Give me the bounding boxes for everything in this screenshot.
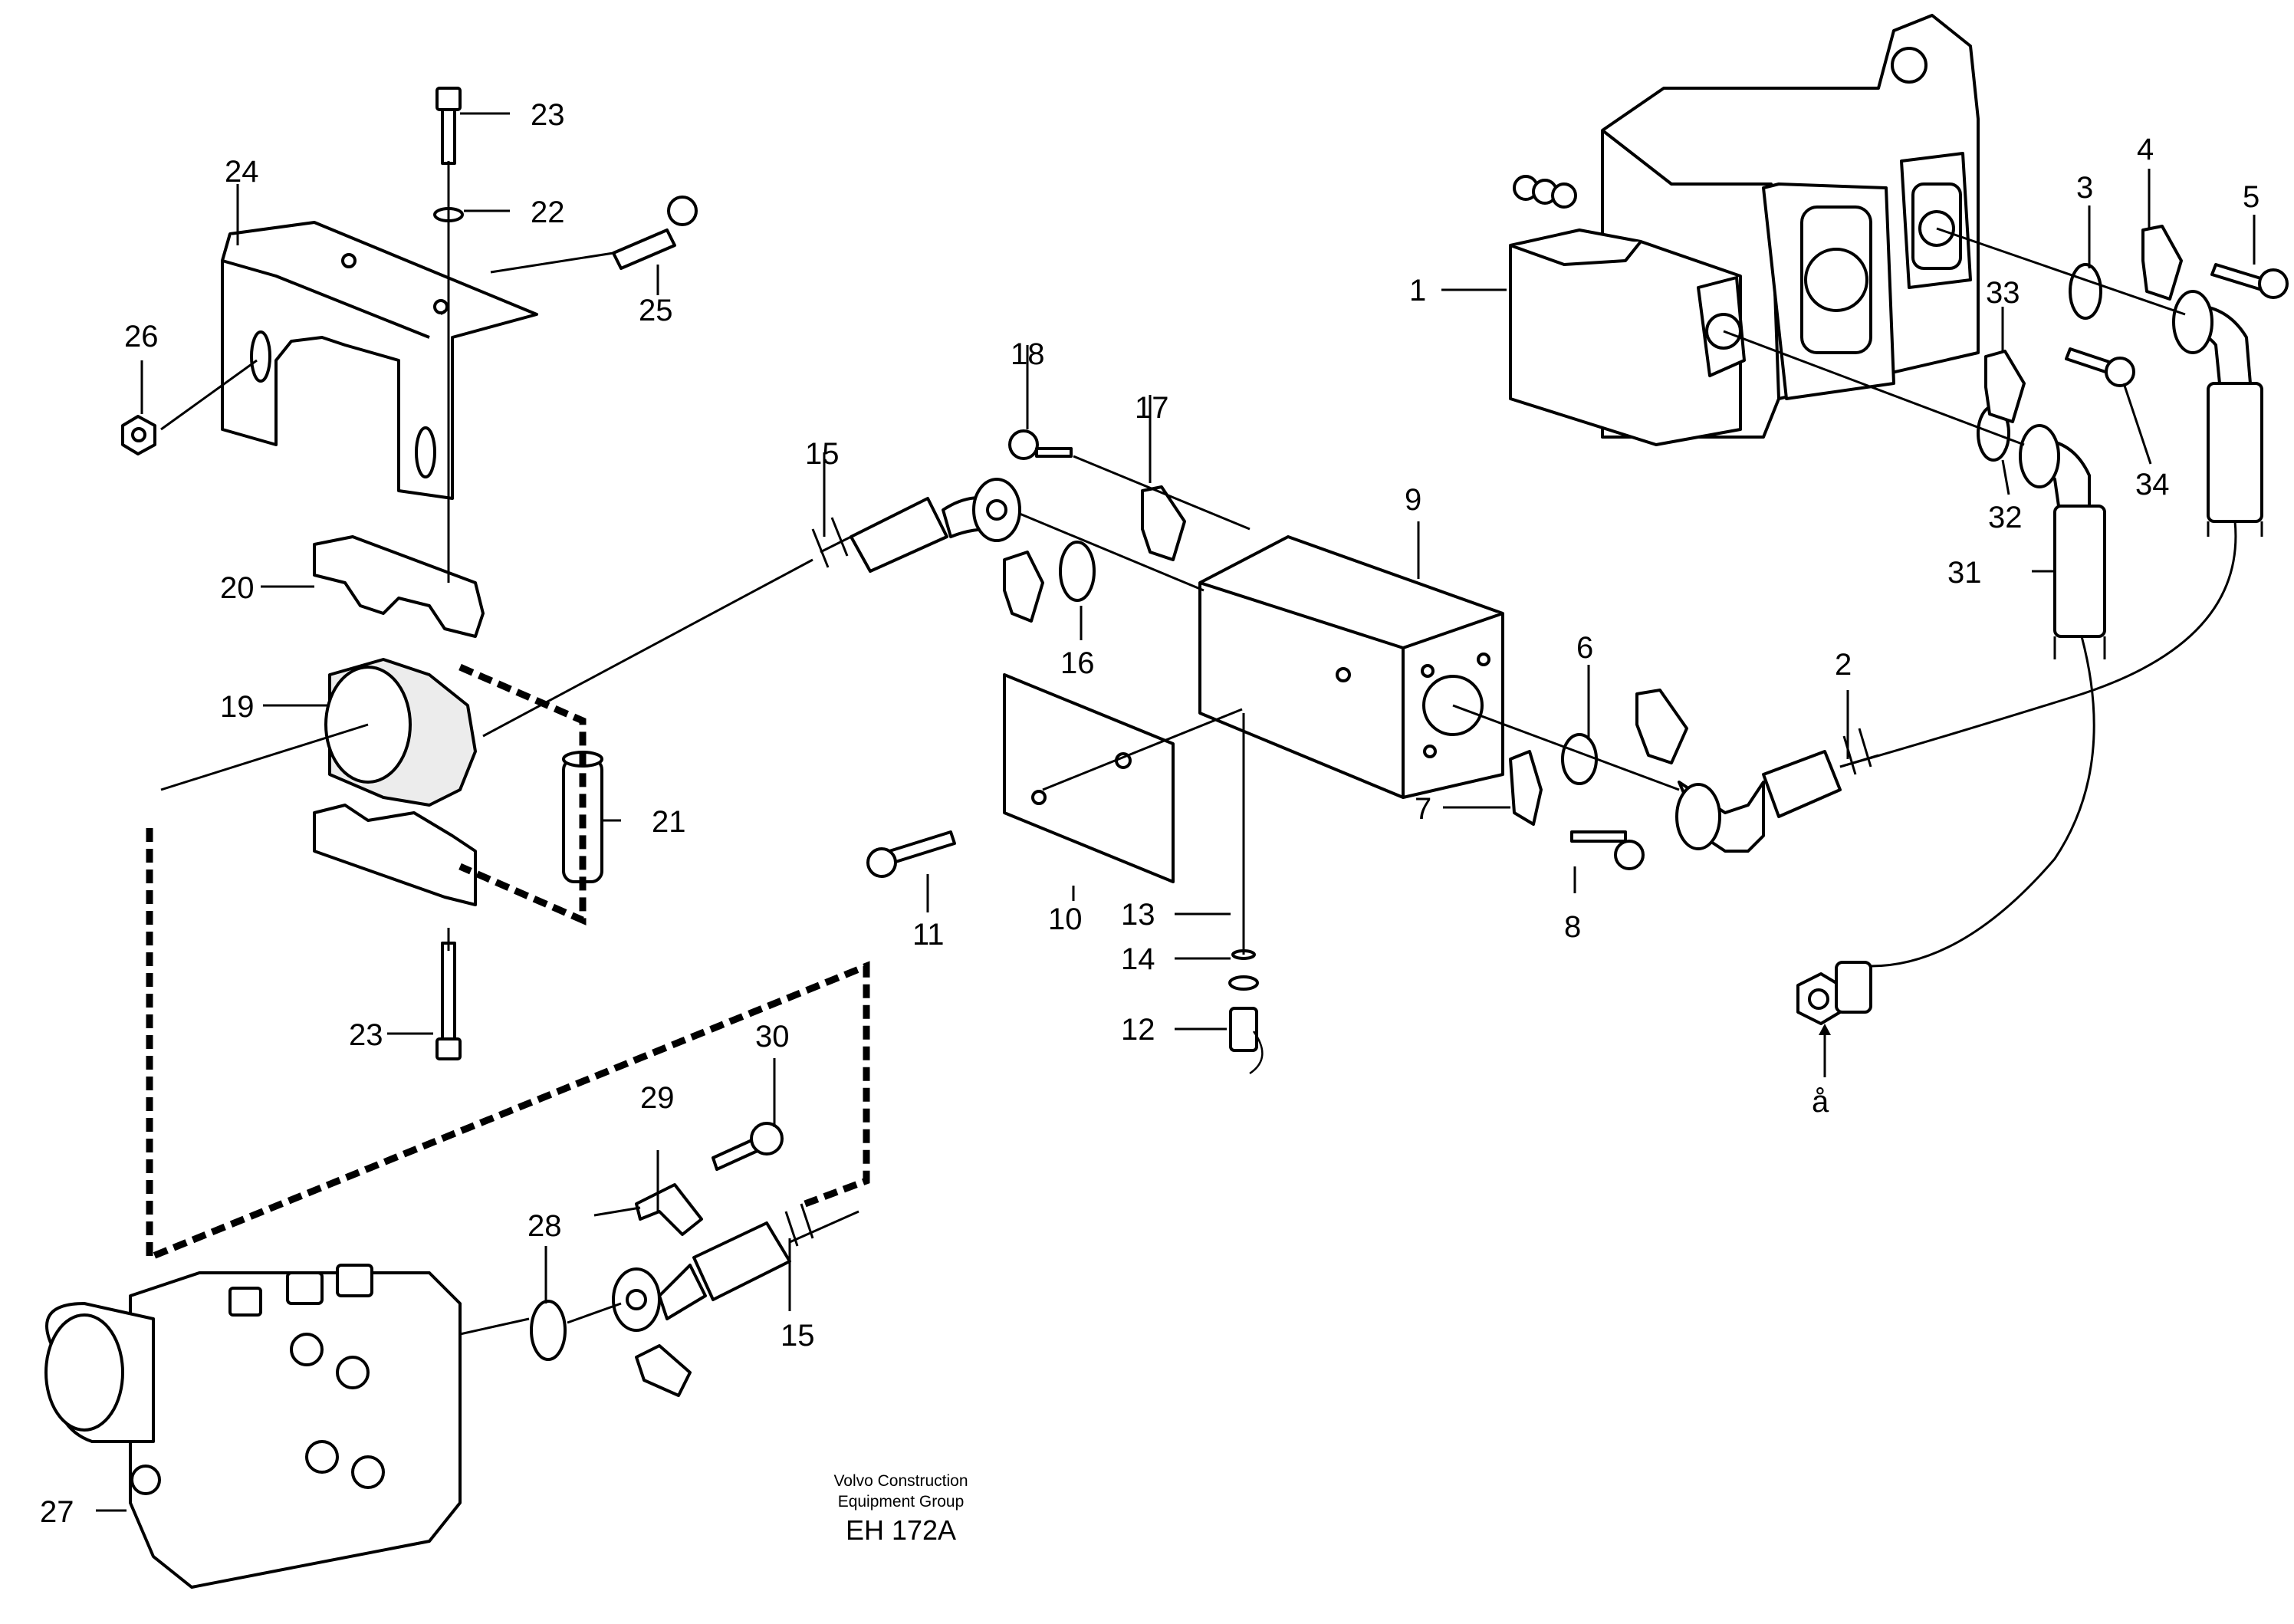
label-31: 31 xyxy=(1947,556,1982,590)
hose-break-marks xyxy=(784,517,2263,1247)
label-13: 13 xyxy=(1121,898,1155,932)
label-7: 7 xyxy=(1415,792,1431,826)
control-valve xyxy=(44,1264,462,1589)
flange-clamp-33 xyxy=(1984,350,2026,423)
bolt-5 xyxy=(2210,263,2289,299)
cover-plate xyxy=(1003,673,1175,883)
o-ring-28 xyxy=(530,1300,567,1361)
bolt-18 xyxy=(1008,429,1073,460)
leader-lines xyxy=(96,112,2256,1512)
hose-31 xyxy=(2019,424,2106,638)
label-28: 28 xyxy=(527,1209,562,1243)
hose-2 xyxy=(1675,750,1842,853)
caption-line-2: Equipment Group xyxy=(838,1493,965,1511)
label-8: 8 xyxy=(1564,910,1581,944)
label-34: 34 xyxy=(2135,468,2170,501)
label-21: 21 xyxy=(652,805,686,839)
caption-code: EH 172A xyxy=(846,1514,956,1546)
caption-line-1: Volvo Construction xyxy=(833,1472,968,1490)
hydraulic-pump xyxy=(1509,14,1980,446)
bolt-11 xyxy=(866,830,956,878)
rubber-bushing xyxy=(324,658,477,807)
label-17: 17 xyxy=(1135,391,1169,425)
caption: Volvo Construction Equipment Group EH 17… xyxy=(833,1472,968,1546)
hose-15-upper xyxy=(850,478,1021,573)
label-20: 20 xyxy=(220,571,255,605)
bolt-25 xyxy=(612,196,698,270)
assembly-guide xyxy=(458,663,587,925)
label-26: 26 xyxy=(124,320,159,353)
hose-end-nut xyxy=(1796,961,1872,1025)
label-15-lower: 15 xyxy=(781,1319,815,1353)
label-30: 30 xyxy=(755,1020,790,1054)
valve-block xyxy=(1198,535,1504,799)
label-5: 5 xyxy=(2243,180,2259,214)
label-16: 16 xyxy=(1060,646,1095,680)
hose-15-lower xyxy=(612,1221,791,1332)
o-ring-16 xyxy=(1059,541,1096,602)
test-nipple-12 xyxy=(1228,949,1264,1075)
label-33: 33 xyxy=(1986,276,2020,310)
label-14: 14 xyxy=(1121,942,1155,976)
label-6: 6 xyxy=(1576,631,1593,665)
clamp-upper xyxy=(313,535,485,638)
callout-labels: 1 2 3 4 5 6 7 8 9 10 11 12 13 14 15 15 1… xyxy=(40,98,2259,1529)
label-4: 4 xyxy=(2137,133,2154,166)
label-9: 9 xyxy=(1405,483,1421,517)
label-24: 24 xyxy=(225,155,259,189)
label-11: 11 xyxy=(912,918,945,952)
bolt-34 xyxy=(2065,347,2135,387)
label-19: 19 xyxy=(220,690,255,724)
label-25: 25 xyxy=(639,294,673,327)
label-22: 22 xyxy=(531,196,565,229)
label-2: 2 xyxy=(1835,648,1852,682)
bolt-23-top xyxy=(435,87,462,165)
bolt-23-bottom xyxy=(435,942,462,1060)
bracket xyxy=(221,221,538,500)
label-12: 12 xyxy=(1121,1013,1155,1047)
connection-lines xyxy=(160,161,2237,1336)
label-1: 1 xyxy=(1409,274,1426,307)
flange-clamp-29 xyxy=(635,1183,703,1397)
o-ring-6 xyxy=(1561,733,1598,785)
clamp-lower xyxy=(313,804,477,906)
flange-clamps-center xyxy=(1003,485,1186,623)
flange-clamp-4 xyxy=(2141,225,2183,301)
label-3: 3 xyxy=(2076,171,2093,205)
bolt-8 xyxy=(1570,830,1645,870)
label-15-upper: 15 xyxy=(805,437,840,471)
label-10: 10 xyxy=(1048,902,1083,936)
label-18: 18 xyxy=(1011,337,1045,371)
nut-26 xyxy=(121,415,156,455)
hose-fitting-right-upper xyxy=(2172,290,2263,523)
label-27: 27 xyxy=(40,1495,74,1529)
label-29: 29 xyxy=(640,1081,675,1115)
connection-marker: å xyxy=(1812,1085,1829,1119)
assembly-guide xyxy=(146,828,870,1263)
flange-clamps-right xyxy=(1509,689,1688,826)
o-ring-3 xyxy=(2069,263,2102,320)
label-23-bottom: 23 xyxy=(349,1018,383,1052)
label-32: 32 xyxy=(1988,501,2023,534)
bolt-30 xyxy=(712,1122,784,1171)
label-23-top: 23 xyxy=(531,98,565,132)
